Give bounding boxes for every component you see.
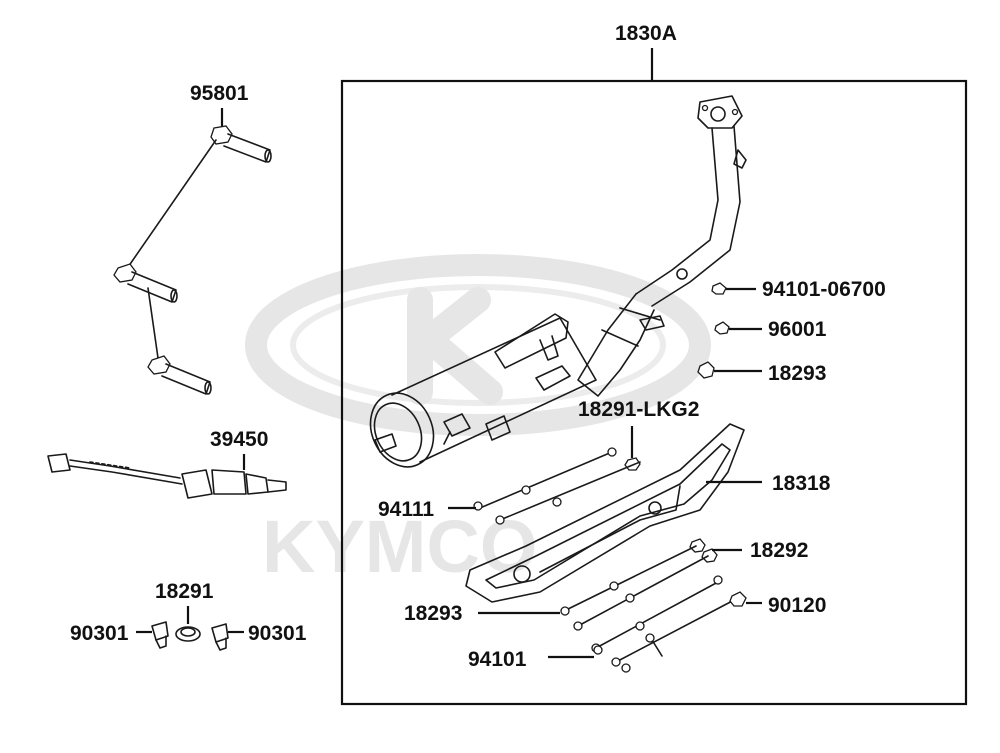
gasket-clips-drawing: 18291 90301 90301 <box>70 580 307 651</box>
exhaust-flange <box>697 95 743 129</box>
label-18318: 18318 <box>772 472 831 495</box>
label-96001: 96001 <box>768 318 827 341</box>
exhaust-header-pipe <box>635 127 719 295</box>
label-39450: 39450 <box>210 428 268 451</box>
bolt-90120-icon <box>729 591 747 607</box>
stud-middle-nut-icon <box>113 263 137 283</box>
studs-95801-drawing: 95801 <box>113 82 272 395</box>
stud-link-line <box>125 139 217 271</box>
kymco-watermark-logo: KYMCO <box>245 254 711 588</box>
label-90301-right: 90301 <box>248 622 307 645</box>
label-18293-top: 18293 <box>768 362 826 385</box>
upper-bracket <box>494 313 569 369</box>
label-18291-lkg2: 18291-LKG2 <box>578 398 699 421</box>
oxygen-sensor-drawing: 39450 <box>47 428 287 499</box>
washer-18292-icon <box>689 538 706 553</box>
label-90301-left: 90301 <box>70 622 129 645</box>
label-18291: 18291 <box>155 580 214 603</box>
assembly-label: 1830A <box>615 22 677 45</box>
label-90120: 90120 <box>768 594 826 617</box>
label-94111: 94111 <box>378 498 434 521</box>
fastener-line-1 <box>561 545 697 613</box>
muffler-drawing <box>369 95 747 468</box>
label-95801: 95801 <box>190 82 249 105</box>
nut-18291-lkg2-icon <box>624 457 641 471</box>
heat-shield-drawing <box>465 423 745 603</box>
tail-pipe <box>374 433 397 453</box>
bolt-90120-line <box>595 581 719 649</box>
nut-94101-06700-icon <box>711 282 727 295</box>
label-18293-bottom: 18293 <box>404 602 462 625</box>
washer-96001-icon <box>714 321 730 335</box>
sensor-tip <box>245 473 269 495</box>
assembly-frame <box>340 79 968 706</box>
heat-shield-outer <box>465 423 745 603</box>
label-94101-06700: 94101-06700 <box>762 278 886 301</box>
fasteners-right: 94101-06700 96001 18293 18291-LKG2 18318… <box>378 278 886 673</box>
gasket-18291-icon <box>175 626 201 642</box>
bolt-94111-a <box>479 451 613 509</box>
label-94101: 94101 <box>468 648 527 671</box>
label-18292: 18292 <box>750 539 808 562</box>
stud-bottom-nut-icon <box>147 355 171 375</box>
gasket-18293-top-icon <box>697 361 715 379</box>
clip-90301-right-icon <box>211 623 229 643</box>
watermark-brand-text: KYMCO <box>262 505 537 588</box>
sensor-connector-icon <box>47 453 71 473</box>
muffler-body <box>391 317 597 463</box>
clip-90301-left-icon <box>151 621 169 641</box>
